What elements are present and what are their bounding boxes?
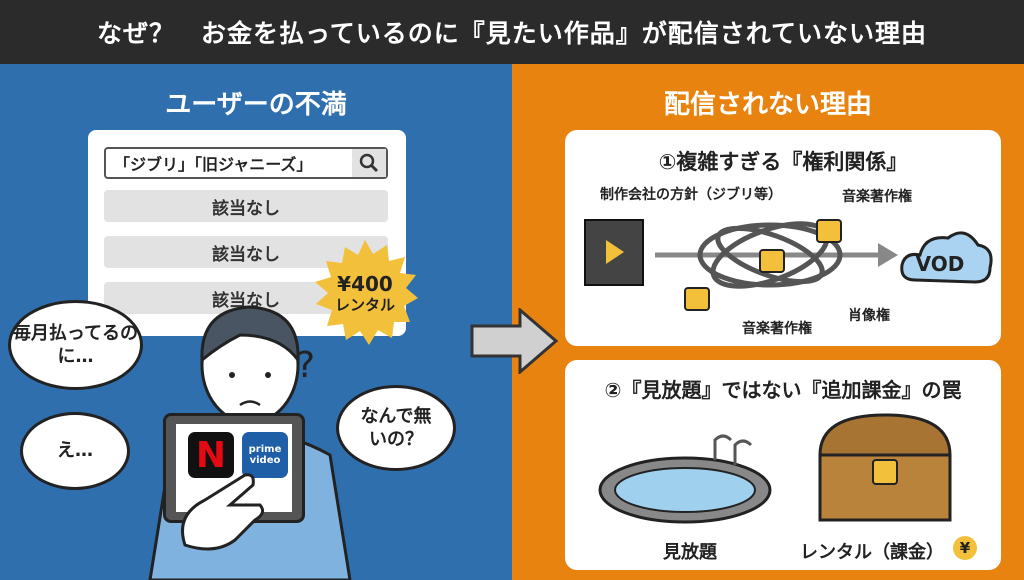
yen-coin-icon: ¥ [953,536,977,560]
netflix-app-icon[interactable]: N [188,432,234,478]
arrow-right-icon [470,308,559,374]
rental-price-badge-icon [315,240,418,345]
reason1-title: ①複雑すぎる『権利関係』 [658,150,908,174]
page-title: なぜ？ お金を払っているのに『見たい作品』が配信されていない理由 [0,0,1024,64]
result-row: 該当なし [104,236,388,268]
search-input[interactable]: 「ジブリ」「旧ジャニーズ」 [104,147,388,179]
speech-bubble-why: なんで無いの？ [336,385,456,471]
pool-and-chest-illustration [598,413,952,524]
tablet: N prime video [163,413,305,523]
padlock-icon [684,219,842,311]
label-music-rights-2: 音楽著作権 [742,321,812,337]
vod-label: VOD [915,252,965,276]
treasure-chest-icon [818,413,952,522]
question-mark: ? [296,345,316,386]
label-portrait-rights: 肖像権 [848,308,890,324]
badge-price: ¥400 [337,272,393,296]
speech-bubble-paying: 毎月払ってるのに… [8,300,143,390]
label-music-rights: 音楽著作権 [842,189,912,205]
prime-video-app-icon[interactable]: prime video [242,432,288,478]
pool-label: 見放題 [663,542,717,563]
cloud-icon [900,231,993,284]
film-icon [584,219,644,286]
hand-icon [181,473,265,551]
result-row: 該当なし [104,190,388,222]
badge-label: レンタル [334,296,395,314]
reason2-title: ②『見放題』ではない『追加課金』の罠 [604,378,962,402]
search-query: 「ジブリ」「旧ジャニーズ」 [114,155,313,174]
left-heading: ユーザーの不満 [165,90,347,120]
label-studio-policy: 制作会社の方針（ジブリ等） [600,187,782,203]
chest-label: レンタル（課金） [800,542,944,563]
speech-bubble-eh: え… [20,412,130,490]
search-icon[interactable] [352,149,386,177]
right-heading: 配信されない理由 [663,90,872,120]
rights-chain-diagram [584,219,993,311]
